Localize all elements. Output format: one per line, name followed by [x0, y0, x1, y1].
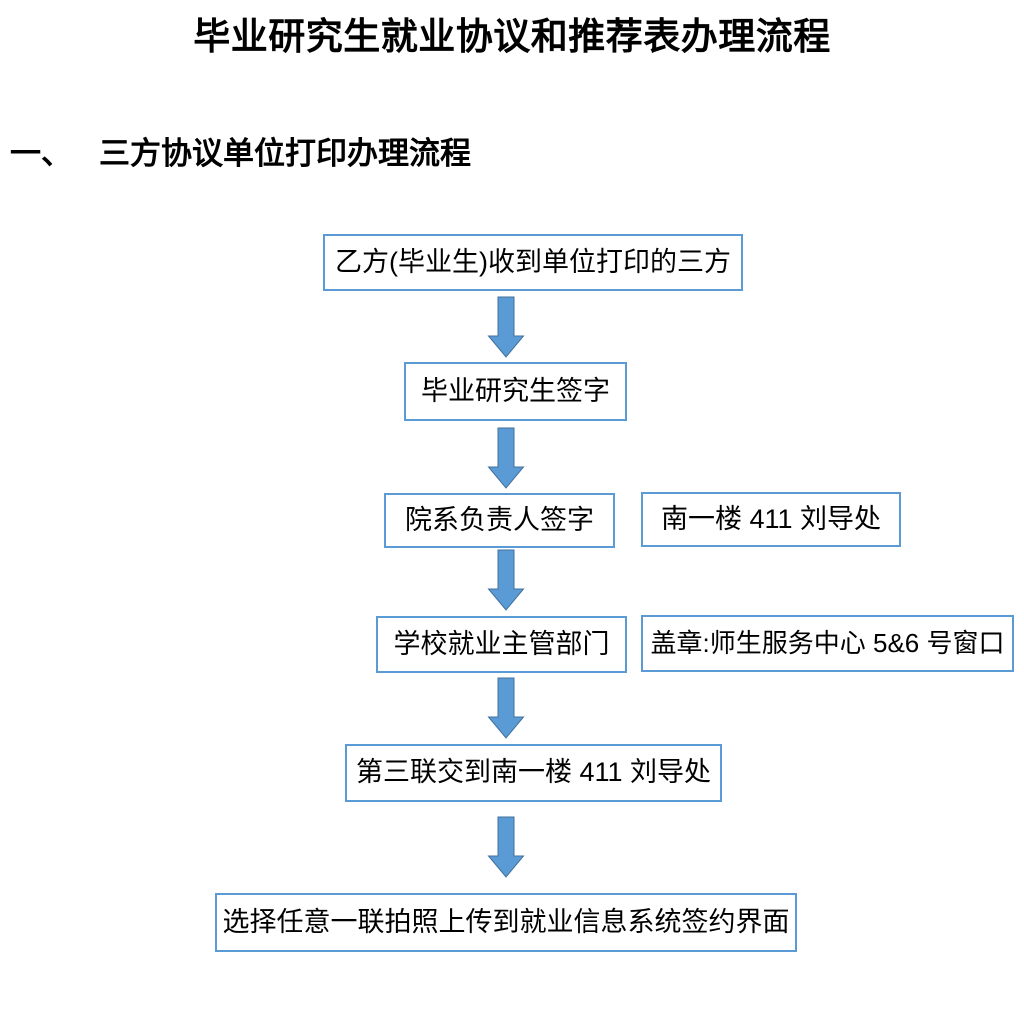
page-title: 毕业研究生就业协议和推荐表办理流程 — [193, 16, 831, 57]
note-label: 盖章:师生服务中心 5&6 号窗口 — [650, 628, 1005, 659]
flow-step-receive-agreement: 乙方(毕业生)收到单位打印的三方 — [323, 234, 743, 291]
section-heading: 一、三方协议单位打印办理流程 — [10, 128, 471, 173]
step-label: 第三联交到南一楼 411 刘导处 — [355, 757, 712, 788]
flow-step-university-employment-office: 学校就业主管部门 — [376, 616, 627, 673]
down-arrow-icon — [487, 427, 525, 489]
step-label: 选择任意一联拍照上传到就业信息系统签约界面 — [222, 906, 790, 937]
flow-step-graduate-signature: 毕业研究生签字 — [404, 362, 627, 421]
section-title: 三方协议单位打印办理流程 — [99, 136, 471, 171]
down-arrow-icon — [487, 549, 525, 611]
down-arrow-icon — [487, 816, 525, 878]
step-label: 毕业研究生签字 — [421, 375, 610, 406]
step-label: 学校就业主管部门 — [393, 628, 610, 659]
down-arrow-icon — [487, 296, 525, 358]
note-box-department-location: 南一楼 411 刘导处 — [641, 492, 901, 547]
step-label: 乙方(毕业生)收到单位打印的三方 — [335, 246, 731, 277]
down-arrow-icon — [487, 677, 525, 739]
step-label: 院系负责人签字 — [405, 504, 594, 535]
note-box-stamp-window: 盖章:师生服务中心 5&6 号窗口 — [641, 615, 1014, 672]
flow-step-department-signature: 院系负责人签字 — [384, 493, 615, 548]
flow-step-submit-third-copy: 第三联交到南一楼 411 刘导处 — [345, 744, 722, 802]
section-number: 一、 — [10, 136, 72, 171]
flow-step-upload-photo-to-system: 选择任意一联拍照上传到就业信息系统签约界面 — [215, 893, 797, 952]
note-label: 南一楼 411 刘导处 — [660, 503, 882, 534]
